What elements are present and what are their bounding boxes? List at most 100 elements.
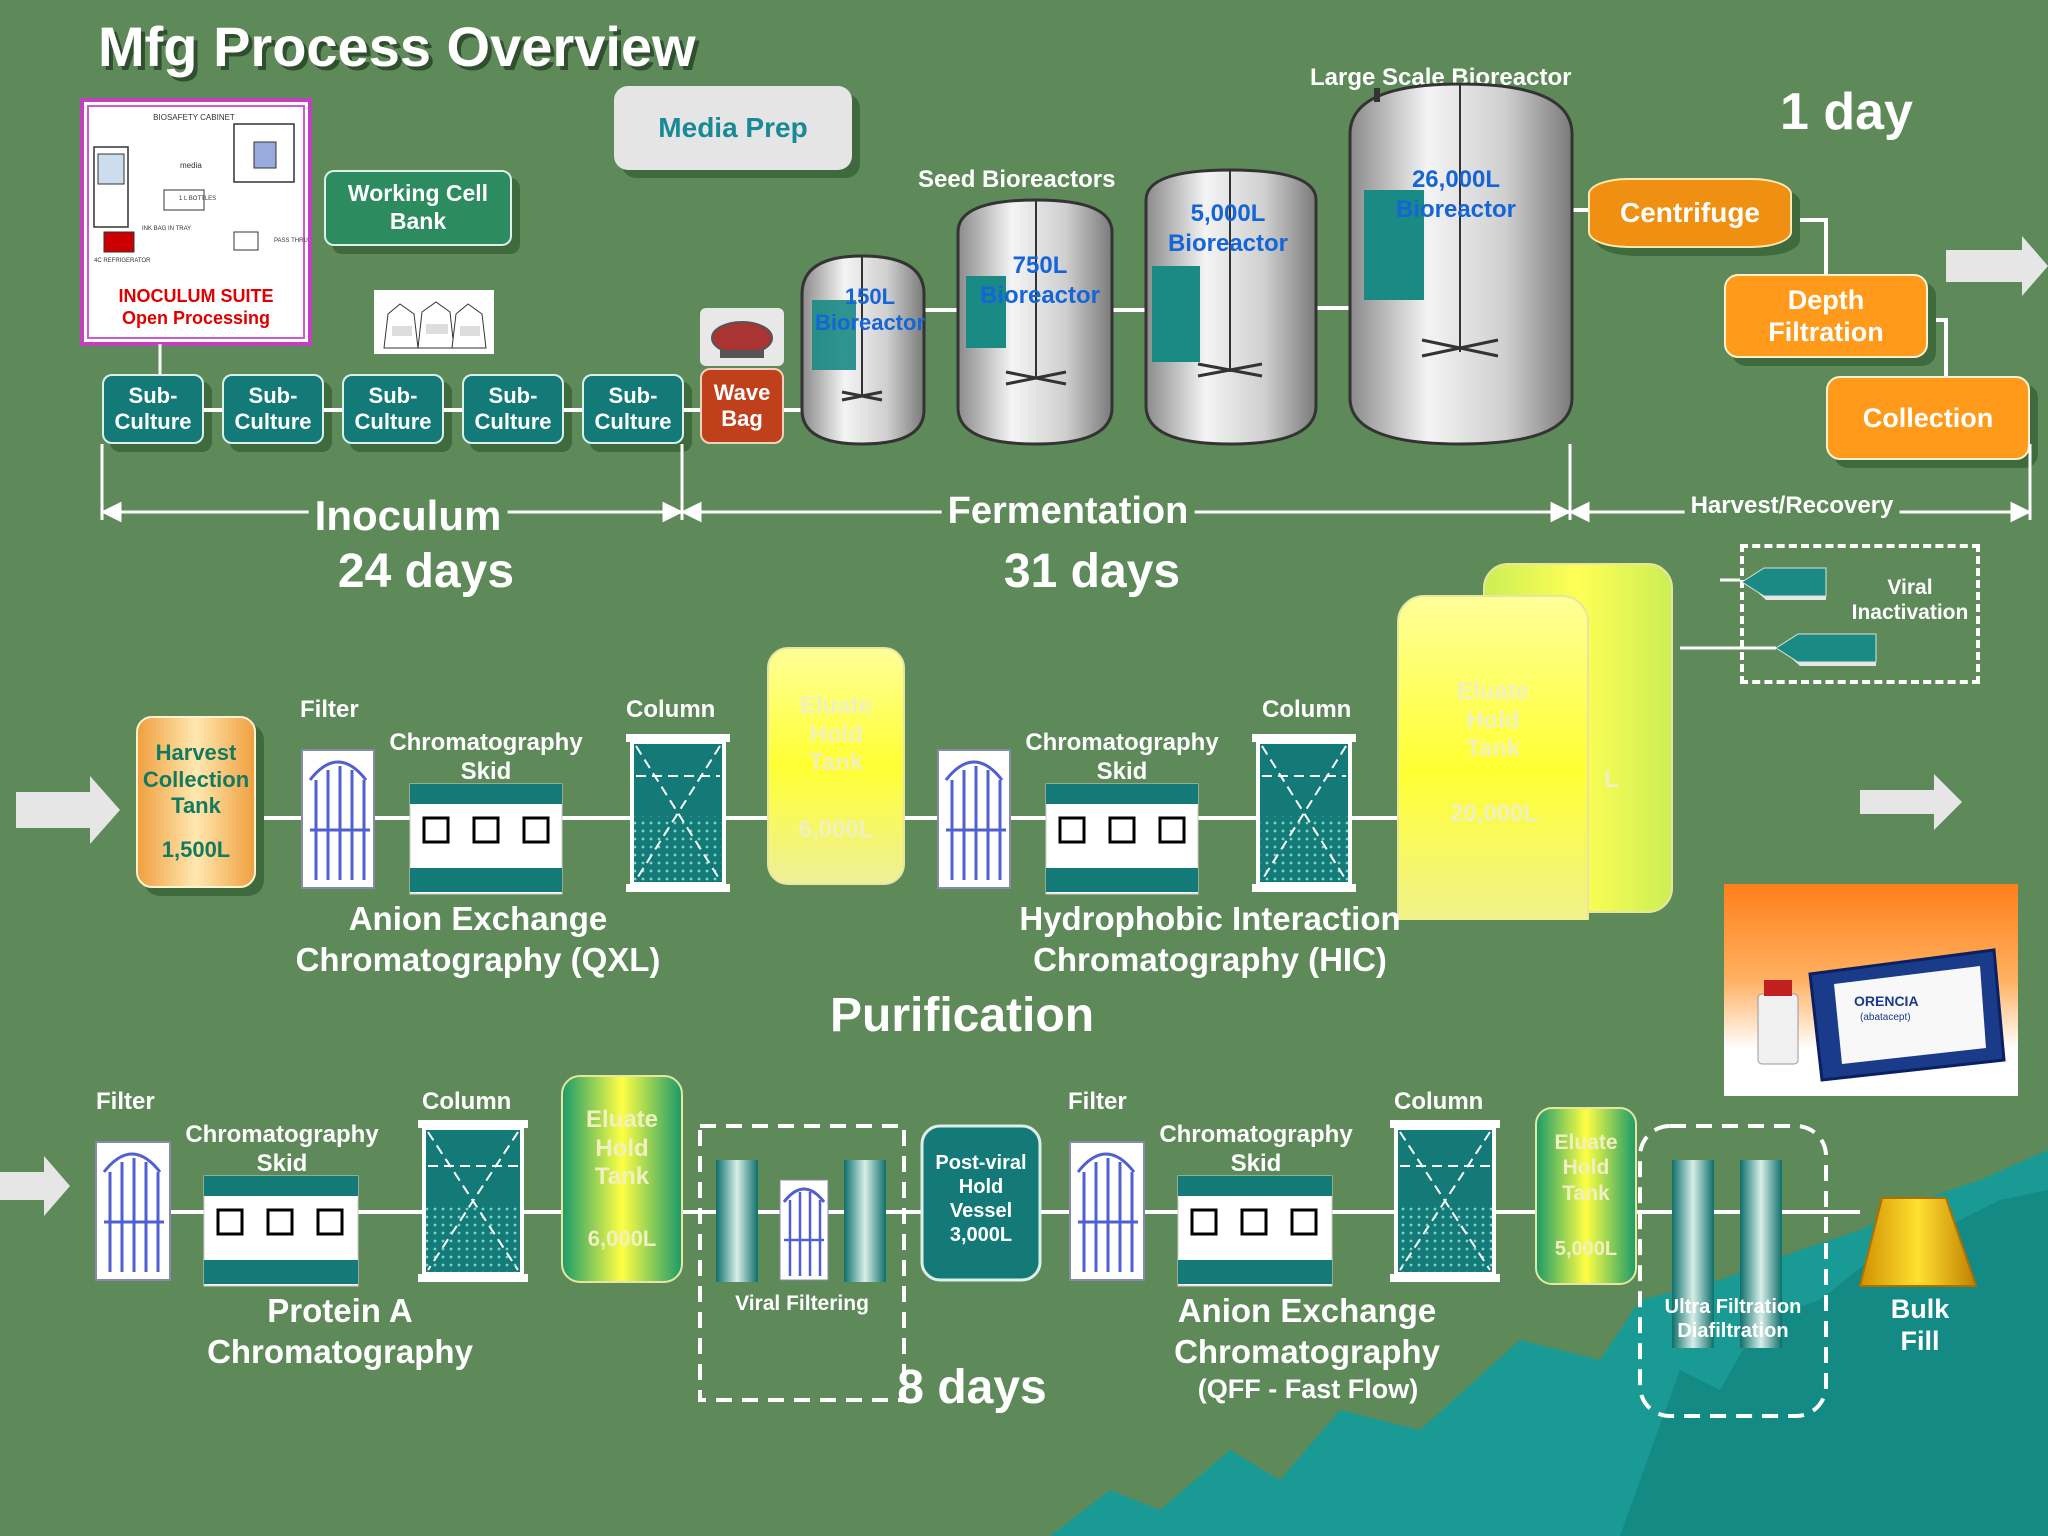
filter-label-1: Filter	[300, 696, 359, 723]
bioreactor-5000l-name: Bioreactor	[1167, 230, 1289, 257]
product-generic: (abatacept)	[1860, 1012, 1911, 1023]
bioreactor-5000l	[1144, 168, 1318, 446]
bioreactors-diagram	[158, 82, 2048, 446]
bioreactor-26000l-volume: 26,000L	[1411, 166, 1501, 193]
subculture-box-5: Sub- Culture	[582, 374, 684, 444]
purification-label: Purification	[829, 989, 1095, 1042]
media-prep-box: Media Prep	[614, 86, 852, 170]
eluate-tank-qff-volume: 5,000L	[1554, 1238, 1618, 1260]
bioreactor-750l-volume: 750L	[1012, 252, 1068, 279]
arrow-out-row1	[1860, 774, 1962, 830]
eluate-tank-protein-a	[561, 1075, 683, 1283]
qff-subtitle: (QFF - Fast Flow)	[1197, 1374, 1419, 1404]
eluate-tank-qxl-label: Eluate Hold Tank	[799, 691, 873, 777]
anion-exchange-qff-label: Anion Exchange Chromatography	[1174, 1291, 1440, 1370]
eluate-tank-protein-a-volume: 6,000L	[587, 1226, 657, 1251]
cabinet-label: BIOSAFETY CABINET	[153, 113, 235, 122]
eight-days-label: 8 days	[897, 1361, 1047, 1414]
arrow-in-row2	[0, 1156, 70, 1216]
bioreactor-150l-name: Bioreactor	[814, 310, 926, 335]
bioreactor-26000l	[1348, 82, 1574, 446]
skid-3	[203, 1175, 359, 1287]
bioreactor-150l-volume: 150L	[844, 284, 896, 309]
eluate-tank-hic-label: Eluate Hold Tank	[1456, 677, 1530, 763]
harvest-tank-volume: 1,500L	[161, 837, 231, 863]
fridge-label: 4C REFRIGERATOR	[94, 258, 151, 264]
inoculum-days: 24 days	[337, 545, 515, 598]
skid-label-1: Chromatography Skid	[389, 729, 583, 785]
page-title: Mfg Process Overview	[98, 15, 696, 78]
suite-subtitle: Open Processing	[122, 308, 270, 328]
column-1	[626, 734, 730, 892]
eluate-tank-qff-label: Eluate Hold Tank	[1554, 1131, 1618, 1205]
bulk-fill-container	[1858, 1197, 1978, 1287]
eluate-tank-hic	[1397, 595, 1589, 920]
bioreactor-5000l-volume: 5,000L	[1190, 200, 1266, 227]
eluate-tank-hic-volume: 20,000L	[1449, 800, 1539, 827]
bag-label: INK BAG IN TRAY	[142, 226, 191, 232]
one-day-label: 1 day	[1780, 83, 1913, 141]
ultra-filtration-label: Ultra Filtration Diafiltration	[1664, 1296, 1802, 1342]
eluate-tank-qxl	[767, 647, 905, 885]
protein-a-label: Protein A Chromatography	[207, 1291, 473, 1370]
bioreactor-150l	[800, 254, 926, 446]
continue-arrow-top	[1946, 236, 2048, 296]
column-2	[1252, 734, 1356, 892]
filter-1	[301, 749, 375, 889]
subculture-box-3: Sub- Culture	[342, 374, 444, 444]
filter-2	[937, 749, 1011, 889]
viral-filter	[779, 1179, 829, 1281]
media-label: media	[180, 161, 202, 170]
inoculum-label: Inoculum	[308, 492, 508, 540]
column-label-4: Column	[1394, 1088, 1484, 1115]
bioreactor-750l	[956, 198, 1114, 446]
column-4	[1390, 1120, 1500, 1282]
eluate-tank-qxl-volume: 6,000L	[798, 816, 874, 843]
eluate-tank-hic-back-volume: L	[1604, 766, 1619, 793]
wave-bag-box: Wave Bag	[700, 368, 784, 444]
viral-inactivation-group	[1740, 544, 1980, 684]
harvest-tank-name: Harvest Collection Tank	[142, 740, 250, 818]
anion-exchange-qxl-label: Anion Exchange Chromatography (QXL)	[295, 899, 661, 978]
skid-label-2: Chromatography Skid	[1025, 729, 1219, 785]
purification-row-1	[16, 563, 1962, 920]
purification-row-2	[0, 1075, 2048, 1536]
product-brand: ORENCIA	[1854, 993, 1919, 1009]
bulk-fill-label: Bulk Fill	[1890, 1293, 1950, 1356]
working-cell-bank-box: Working Cell Bank	[324, 170, 512, 246]
centrifuge-box: Centrifuge	[1588, 178, 1792, 248]
post-viral-vessel-label: Post-viral Hold Vessel 3,000L	[935, 1152, 1027, 1246]
collection-box: Collection	[1826, 376, 2030, 460]
fermentation-label: Fermentation	[941, 490, 1195, 533]
fermentation-days: 31 days	[1003, 545, 1181, 598]
skid-label-4: Chromatography Skid	[1159, 1121, 1353, 1177]
filter-label-4: Filter	[1068, 1088, 1127, 1115]
culture-bottles-image	[374, 290, 494, 354]
inoculum-suite-image: BIOSAFETY CABINET media 1 L BOTTLES INK …	[80, 98, 312, 346]
eluate-tank-qff	[1535, 1107, 1637, 1285]
filter-3	[95, 1141, 171, 1281]
column-label-2: Column	[1262, 696, 1352, 723]
bioreactor-26000l-name: Bioreactor	[1395, 196, 1517, 223]
column-label-3: Column	[422, 1088, 512, 1115]
bioreactor-750l-name: Bioreactor	[979, 282, 1101, 309]
viral-filtering-label: Viral Filtering	[735, 1292, 869, 1315]
product-photo: ORENCIA (abatacept)	[1724, 884, 2018, 1096]
hic-label: Hydrophobic Interaction Chromatography (…	[1019, 899, 1401, 978]
harvest-collection-tank: Harvest Collection Tank 1,500L	[136, 716, 256, 888]
seed-bioreactors-label: Seed Bioreactors	[918, 166, 1116, 193]
subculture-box-4: Sub- Culture	[462, 374, 564, 444]
filter-4	[1069, 1141, 1145, 1281]
skid-1	[409, 783, 563, 895]
depth-filtration-box: Depth Filtration	[1724, 274, 1928, 358]
filter-label-3: Filter	[96, 1088, 155, 1115]
subculture-box-2: Sub- Culture	[222, 374, 324, 444]
phase-timeline	[100, 444, 2032, 523]
arrow-in-row1	[16, 776, 120, 844]
viral-inactivation-label: Viral Inactivation	[1851, 575, 1969, 624]
post-viral-vessel	[920, 1124, 1042, 1282]
subculture-box-1: Sub- Culture	[102, 374, 204, 444]
bottles-label: 1 L BOTTLES	[179, 196, 216, 202]
skid-2	[1045, 783, 1199, 895]
